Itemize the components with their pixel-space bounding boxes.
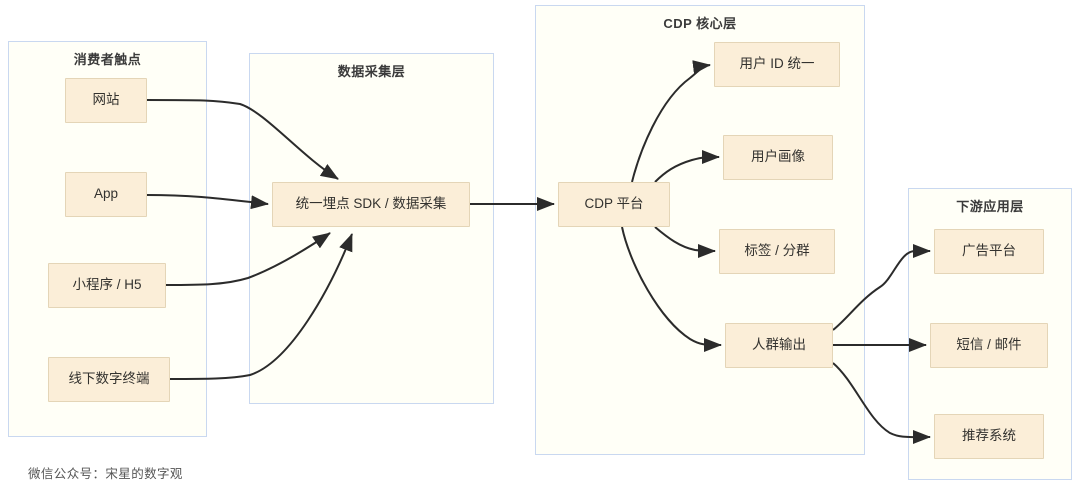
group-title-downstream-application-layer: 下游应用层 [956,199,1024,214]
group-title-consumer-touchpoints: 消费者触点 [73,52,142,67]
node-audience-output[interactable]: 人群输出 [725,323,833,368]
node-cdp-platform[interactable]: CDP 平台 [558,182,670,227]
group-data-collection-layer: 数据采集层 [249,53,494,404]
node-label-audience-output: 人群输出 [752,337,806,353]
node-offline-digital-terminal[interactable]: 线下数字终端 [48,357,170,402]
node-miniprogram-h5[interactable]: 小程序 / H5 [48,263,166,308]
node-label-app: App [93,186,119,202]
footer-attribution: 微信公众号：宋星的数字观 [28,467,183,481]
node-recommendation-system[interactable]: 推荐系统 [934,414,1044,459]
group-title-cdp-core-layer: CDP 核心层 [663,16,737,31]
node-label-website: 网站 [92,92,120,108]
node-label-tags-segments: 标签 / 分群 [744,243,810,259]
node-label-recommendation-system: 推荐系统 [962,428,1016,444]
group-title-data-collection-layer: 数据采集层 [337,64,406,79]
node-website[interactable]: 网站 [65,78,147,123]
node-sms-email[interactable]: 短信 / 邮件 [930,323,1048,368]
node-label-offline-digital-terminal: 线下数字终端 [68,371,150,387]
node-tags-segments[interactable]: 标签 / 分群 [719,229,835,274]
node-label-cdp-platform: CDP 平台 [584,196,644,212]
node-app[interactable]: App [65,172,147,217]
node-user-profile[interactable]: 用户画像 [723,135,833,180]
node-label-unified-tracking-sdk: 统一埋点 SDK / 数据采集 [295,196,447,212]
node-label-miniprogram-h5: 小程序 / H5 [72,277,142,293]
node-label-sms-email: 短信 / 邮件 [956,337,1022,353]
node-ad-platform[interactable]: 广告平台 [934,229,1044,274]
node-label-ad-platform: 广告平台 [962,243,1016,259]
node-user-id-unification[interactable]: 用户 ID 统一 [714,42,840,87]
node-label-user-id-unification: 用户 ID 统一 [739,56,815,72]
node-unified-tracking-sdk[interactable]: 统一埋点 SDK / 数据采集 [272,182,470,227]
node-label-user-profile: 用户画像 [751,149,805,165]
